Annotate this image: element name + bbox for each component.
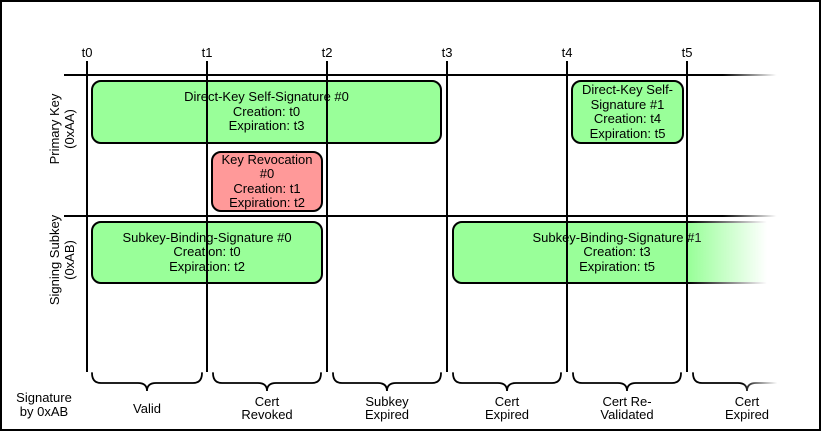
box-expiration: Expiration: t5 xyxy=(579,258,655,274)
signature-by-label: Signature by 0xAB xyxy=(8,391,80,418)
segment-label-line: Expired xyxy=(484,407,530,422)
subkey-box-fade xyxy=(689,218,784,287)
gridline-t2 xyxy=(326,61,328,372)
box-expiration: Expiration: t3 xyxy=(228,118,305,134)
segment-label-line: Cert Re- xyxy=(602,394,652,409)
signature-by-line1: Signature xyxy=(16,390,72,405)
segment-label-line: Cert xyxy=(254,394,280,409)
row-label-signing-subkey: Signing Subkey (0xAB) xyxy=(40,190,84,330)
segment-label-valid: Valid xyxy=(87,393,207,423)
segment-label-line: Valid xyxy=(133,400,161,416)
box-creation: Creation: t1 xyxy=(233,180,301,196)
gridline-t1 xyxy=(206,61,208,372)
row-label-primary-key: Primary Key (0xAA) xyxy=(40,59,84,199)
brace-cert-expired-1 xyxy=(452,372,562,392)
segment-label-cert-revoked: Cert Revoked xyxy=(207,393,327,423)
tick-label-t2: t2 xyxy=(321,45,333,60)
brace-valid xyxy=(91,372,203,392)
segment-label-line: Expired xyxy=(364,407,410,422)
box-key-revocation-0: Key Revocation #0 Creation: t1 Expiratio… xyxy=(211,151,323,212)
gridline-t0 xyxy=(86,61,88,372)
segment-label-cert-expired-2: Cert Expired xyxy=(687,393,807,423)
segment-label-line: Cert xyxy=(494,394,520,409)
box-title: Subkey-Binding-Signature #1 xyxy=(532,229,702,245)
box-direct-key-self-signature-1: Direct-Key Self-Signature #1 Creation: t… xyxy=(571,80,684,144)
brace-cert-expired-2 xyxy=(692,372,802,392)
signing-subkey-timeline-line xyxy=(64,215,780,217)
box-creation: Creation: t0 xyxy=(232,103,301,119)
segment-label-line: Validated xyxy=(600,407,654,422)
box-creation: Creation: t3 xyxy=(583,244,651,260)
tick-label-t4: t4 xyxy=(561,45,573,60)
primary-key-timeline-line xyxy=(64,74,780,76)
segment-label-line: Cert xyxy=(734,394,760,409)
segment-label-subkey-expired: Subkey Expired xyxy=(327,393,447,423)
box-direct-key-self-signature-0: Direct-Key Self-Signature #0 Creation: t… xyxy=(91,80,442,144)
gridline-t4 xyxy=(566,61,568,372)
segment-label-line: Subkey xyxy=(365,394,409,409)
brace-cert-revalidated xyxy=(572,372,682,392)
segment-label-line: Expired xyxy=(724,407,770,422)
box-title: Direct-Key Self-Signature #0 xyxy=(184,89,349,105)
tick-label-t3: t3 xyxy=(441,45,453,60)
tick-label-t0: t0 xyxy=(81,45,93,60)
row-label-primary-key-line1: Primary Key xyxy=(47,93,62,165)
box-creation: Creation: t4 xyxy=(593,111,662,126)
box-title: Direct-Key Self-Signature #1 xyxy=(581,82,674,112)
row-label-signing-subkey-line2: (0xAB) xyxy=(62,240,77,280)
row-label-primary-key-line2: (0xAA) xyxy=(62,109,77,149)
segment-label-cert-revalidated: Cert Re- Validated xyxy=(567,393,687,423)
box-expiration: Expiration: t5 xyxy=(589,125,666,141)
segment-label-line: Revoked xyxy=(241,407,293,422)
signature-by-line2: by 0xAB xyxy=(19,403,69,419)
gridline-t3 xyxy=(446,61,448,372)
box-title: Key Revocation #0 xyxy=(221,151,313,181)
tick-label-t1: t1 xyxy=(201,45,213,60)
segment-label-cert-expired-1: Cert Expired xyxy=(447,393,567,423)
brace-subkey-expired xyxy=(332,372,442,392)
gridline-t5 xyxy=(686,61,688,372)
tick-label-t5: t5 xyxy=(681,45,693,60)
box-expiration: Expiration: t2 xyxy=(229,195,305,210)
brace-cert-revoked xyxy=(212,372,322,392)
row-label-signing-subkey-line1: Signing Subkey xyxy=(47,214,62,306)
